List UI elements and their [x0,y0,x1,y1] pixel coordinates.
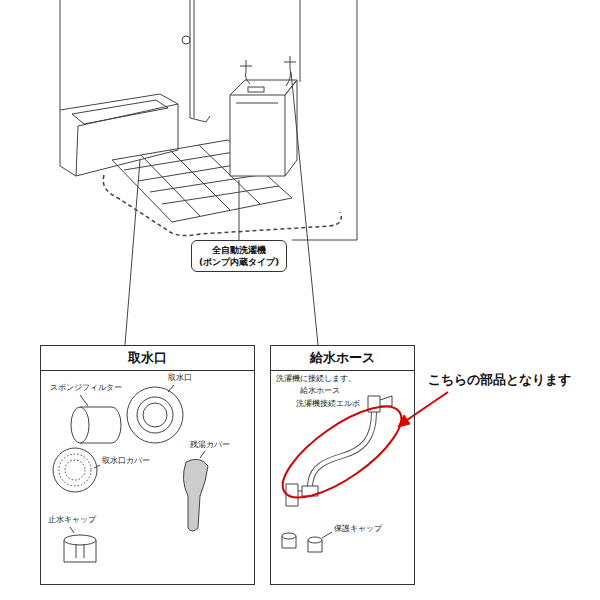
panel-heading: 給水ホース [271,346,414,371]
label-box: 全自動洗濯機 (ポンプ内蔵タイプ) [191,240,287,272]
box-label: 全自動洗濯機 (ポンプ内蔵タイプ) [195,244,283,268]
panel-heading: 取水口 [41,346,254,371]
part-label: 洗濯機接続エルボ [296,399,360,409]
part-label: 保護キャップ [334,524,382,534]
parts-panel: 給水ホース洗濯機に接続します。 [270,345,415,585]
part-label: 止水キャップ [48,515,96,525]
part-label: 取水口 [168,373,192,383]
part-label: 取水口カバー [102,456,150,466]
part-label: スポンジフィルター [50,383,122,393]
part-label: 残湯カバー [190,440,230,450]
panel-note: 洗濯機に接続します。 [276,374,356,384]
callout-note: こちらの部品となります [428,372,571,388]
part-label: 給水ホース [300,386,340,396]
